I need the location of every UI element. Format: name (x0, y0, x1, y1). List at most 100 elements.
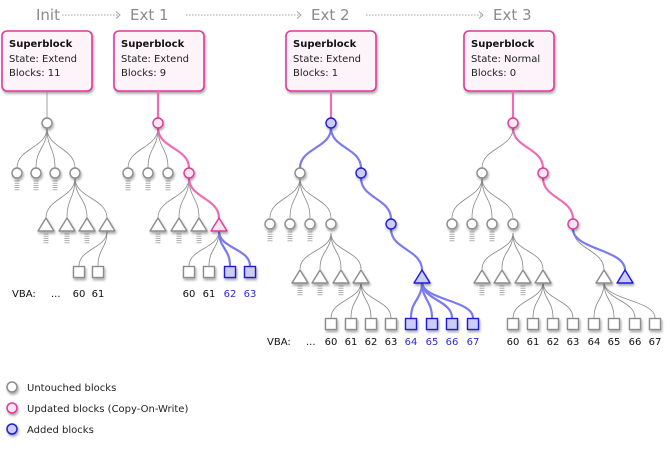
added-edge (217, 230, 252, 267)
superblock-blocks: Blocks: 11 (9, 68, 61, 79)
untouched-edge (350, 281, 362, 319)
untouched-node-icon (325, 218, 337, 230)
legend-label: Untouched blocks (27, 383, 116, 394)
superblock-ext2: Superblock State: Extend Blocks: 1 (285, 30, 377, 92)
untouched-edge (74, 177, 108, 219)
superblock-blocks: Blocks: 9 (121, 68, 166, 79)
vba-ellipsis-ext2: ... (306, 337, 316, 348)
untouched-edge (512, 232, 524, 270)
legend-item-untouched: Untouched blocks (6, 381, 116, 394)
legend: Untouched blocks Updated blocks (Copy-On… (6, 381, 188, 436)
untouched-data-block-icon (566, 317, 580, 331)
untouched-edge (330, 232, 362, 270)
vba-label: 62 (365, 337, 378, 348)
superblock-title: Superblock (471, 39, 535, 50)
updated-node-icon (183, 167, 195, 179)
updated-node-icon (152, 117, 164, 129)
tree-edges (16, 91, 656, 319)
untouched-edge (360, 281, 372, 319)
untouched-node-icon (162, 167, 174, 179)
legend-label: Updated blocks (Copy-On-Write) (27, 404, 188, 415)
superblock-ext1: Superblock State: Extend Blocks: 9 (113, 30, 205, 92)
superblock-blocks: Blocks: 0 (471, 68, 516, 79)
untouched-node-icon (142, 167, 154, 179)
stage-label-init: Init (36, 6, 60, 24)
untouched-edge (299, 232, 332, 270)
untouched-leaf-node-icon (332, 269, 350, 284)
untouched-leaf-node-icon (514, 269, 532, 284)
vba-label: 63 (567, 337, 580, 348)
untouched-edge (269, 177, 301, 219)
untouched-data-block-icon (587, 317, 601, 331)
untouched-data-block-icon (546, 317, 560, 331)
updated-edge (187, 177, 221, 219)
updated-leaf-node-icon (210, 217, 228, 232)
vba-label: 63 (385, 337, 398, 348)
arrow-head-icon (478, 11, 484, 19)
superblock-ext3: Superblock State: Normal Blocks: 0 (463, 30, 555, 92)
untouched-leaf-node-icon (149, 217, 167, 232)
superblock-title: Superblock (9, 39, 73, 50)
vba-label: 66 (629, 337, 642, 348)
untouched-node-icon (122, 167, 134, 179)
added-node-icon (355, 167, 367, 179)
vba-label: 60 (73, 289, 86, 300)
untouched-edge (330, 281, 362, 319)
arrow-head-icon (296, 11, 302, 19)
vba-label: 62 (547, 337, 560, 348)
untouched-data-block-icon (628, 317, 642, 331)
untouched-data-block-icon (91, 265, 105, 279)
added-node-icon (385, 218, 397, 230)
superblock-blocks: Blocks: 1 (293, 68, 338, 79)
vba-ellipsis-init: ... (51, 289, 61, 300)
added-data-block-icon (466, 317, 480, 331)
untouched-edge (97, 230, 108, 267)
superblock-state: State: Extend (9, 54, 77, 65)
untouched-edge (157, 177, 190, 219)
untouched-edge (542, 281, 574, 319)
untouched-edge (532, 281, 544, 319)
stage-timeline: Init Ext 1 Ext 2 Ext 3 (36, 6, 532, 24)
untouched-edge (188, 230, 220, 267)
untouched-edge (45, 177, 76, 219)
untouched-leaf-node-icon (291, 269, 309, 284)
updated-edge (541, 177, 575, 220)
added-edge (389, 228, 424, 271)
added-edge (329, 127, 363, 169)
untouched-node-icon (446, 218, 458, 230)
updated-node-icon (537, 167, 549, 179)
untouched-edge (147, 127, 159, 169)
untouched-node-icon (30, 167, 42, 179)
untouched-edge (127, 127, 159, 169)
updated-marker-icon (6, 402, 18, 414)
vba-label: 62 (224, 289, 237, 300)
untouched-leaf-node-icon (170, 217, 188, 232)
untouched-edge (451, 177, 483, 219)
untouched-marker-icon (6, 381, 18, 393)
vba-label: 61 (345, 337, 358, 348)
untouched-data-block-icon (324, 317, 338, 331)
untouched-edge (481, 232, 514, 270)
vba-label: 60 (507, 337, 520, 348)
untouched-edge (481, 127, 514, 169)
stage-label-ext1: Ext 1 (130, 6, 169, 24)
updated-edge (511, 127, 545, 169)
superblock-state: State: Normal (471, 54, 540, 65)
untouched-edge (603, 281, 656, 319)
untouched-edge (208, 230, 220, 267)
legend-label: Added blocks (27, 425, 94, 436)
added-edge (420, 281, 475, 319)
untouched-data-block-icon (344, 317, 358, 331)
arrow-head-icon (115, 11, 121, 19)
vba-label: 65 (426, 337, 439, 348)
untouched-node-icon (284, 218, 296, 230)
untouched-edge (35, 127, 48, 169)
untouched-node-icon (466, 218, 478, 230)
superblock-title: Superblock (121, 39, 185, 50)
untouched-edge (593, 281, 605, 319)
stage-label-ext2: Ext 2 (311, 6, 350, 24)
untouched-edge (299, 177, 332, 219)
vba-label: 67 (649, 337, 662, 348)
stage-label-ext3: Ext 3 (493, 6, 532, 24)
